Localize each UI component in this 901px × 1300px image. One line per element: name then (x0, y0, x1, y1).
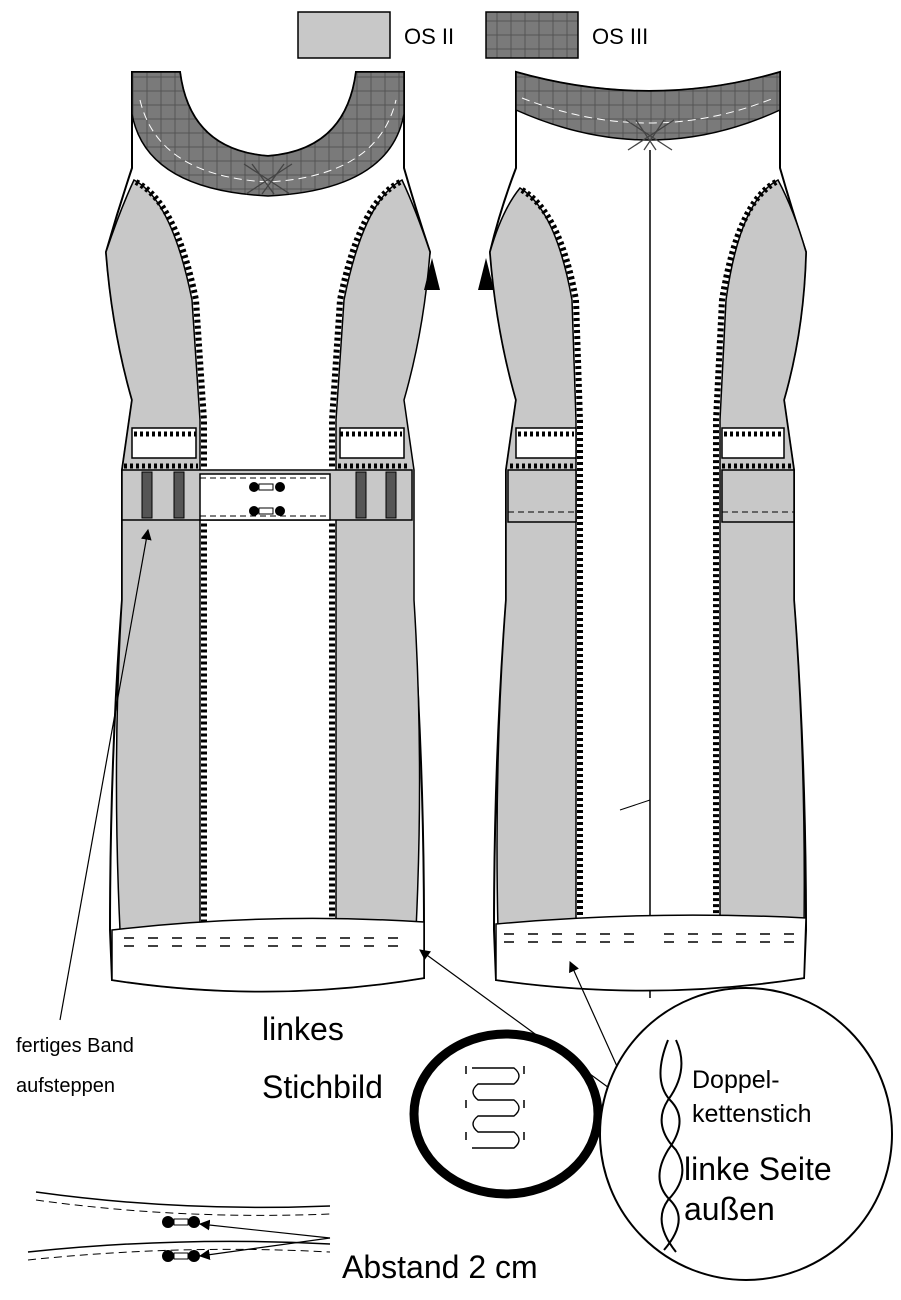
front-right-side-panel (335, 178, 431, 931)
front-neck-band (131, 71, 405, 197)
front-belt-strap (173, 471, 185, 519)
back-right-loop-trim (713, 179, 778, 930)
back-neck-band (515, 70, 781, 141)
back-hem-band (495, 914, 807, 992)
spacing-hook-bottom (162, 1250, 200, 1262)
spacing-label: Abstand 2 cm (342, 1249, 538, 1285)
back-waist-left (507, 469, 577, 523)
legend-label-os3: OS III (592, 24, 648, 49)
back-right-side-panel (719, 178, 807, 931)
back-neck-stitch (521, 97, 775, 124)
back-neck-motif (625, 119, 675, 151)
front-dart-marker (424, 258, 440, 290)
back-left-loop-trim (520, 187, 583, 930)
front-neck-stitch (139, 99, 397, 183)
stitch-side-line2: außen (684, 1191, 775, 1227)
front-hem-band (111, 917, 425, 993)
back-slit-mark (619, 799, 651, 811)
stitch-pattern-line2: Stichbild (262, 1069, 383, 1105)
chain-stitch-circle (599, 987, 893, 1281)
chain-stitch-illustration (658, 1039, 684, 1253)
front-hem-stitching (124, 937, 398, 947)
spacing-detail (27, 1191, 331, 1262)
front-hook-closure (249, 482, 285, 516)
legend: OS II OS III (297, 11, 648, 59)
back-waist-right (721, 469, 795, 523)
stitch-type-line2: kettenstich (692, 1100, 812, 1128)
front-neck-motif (243, 163, 293, 195)
back-dart-marker (478, 258, 494, 290)
front-left-loop-trim (134, 179, 207, 930)
dress-front-view (104, 71, 440, 993)
back-hem-stitching (504, 933, 794, 943)
callout-hem-front-line (419, 949, 643, 1113)
spacing-hook-top (162, 1216, 200, 1228)
front-belt-strap (385, 471, 397, 519)
front-belt-strap (355, 471, 367, 519)
legend-label-os2: OS II (404, 24, 454, 49)
stitch-side-line1: linke Seite (684, 1151, 832, 1187)
stitch-pattern-circle (409, 1029, 603, 1199)
front-belt-center (199, 473, 331, 521)
front-right-loop-trim (329, 179, 402, 930)
front-left-side-panel (105, 178, 201, 931)
front-belt-strap (141, 471, 153, 519)
stitch-pattern-line1: linkes (262, 1011, 344, 1047)
tape-instruction-line2: aufsteppen (16, 1075, 115, 1097)
legend-swatch-os2 (297, 11, 391, 59)
stitch-type-line1: Doppel- (692, 1066, 780, 1094)
legend-swatch-os3 (485, 11, 579, 59)
stitch-pattern-zigzag (472, 1067, 520, 1149)
tape-instruction-line1: fertiges Band (16, 1035, 134, 1057)
callout-tape-line (59, 528, 152, 1021)
back-left-side-panel (489, 187, 577, 931)
dress-back-view (478, 70, 808, 998)
